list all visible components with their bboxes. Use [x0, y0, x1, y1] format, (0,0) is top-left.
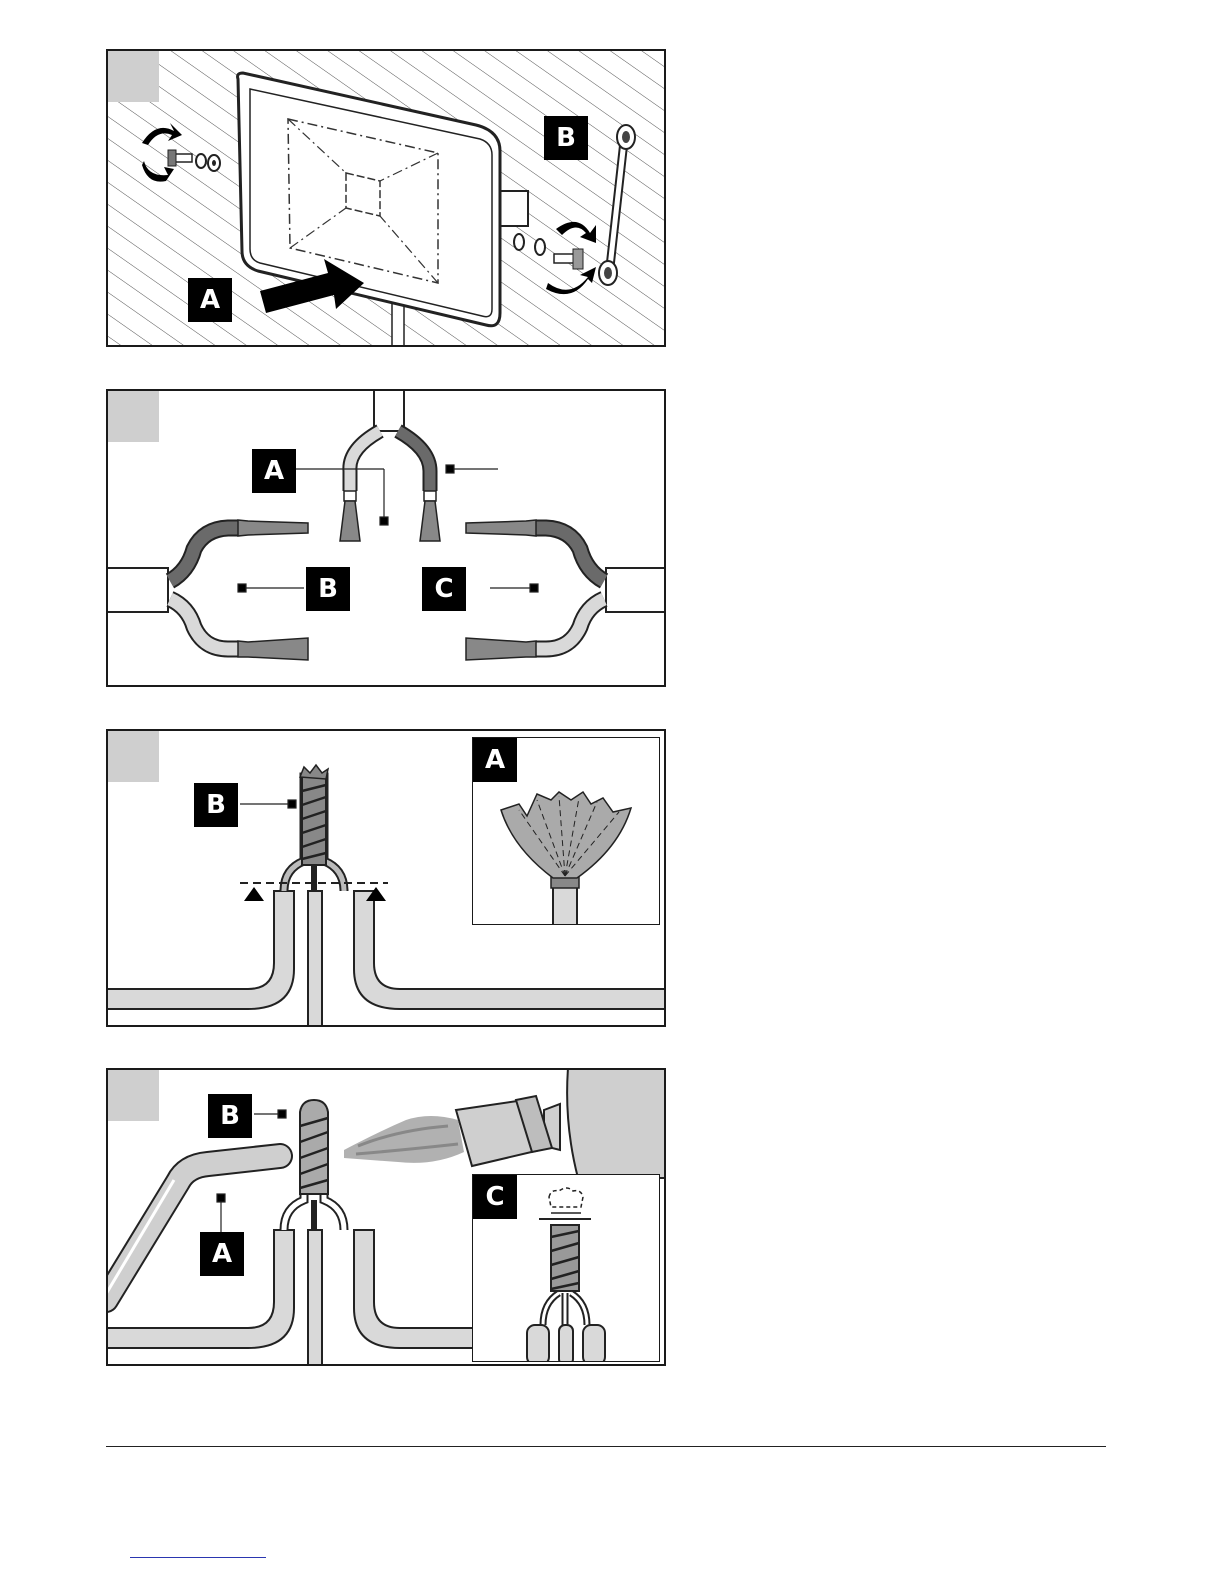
figure-number-box [108, 51, 159, 102]
figure-3-twist-wires: B A [106, 729, 666, 1027]
figure-number-box [108, 391, 159, 442]
twisted-wires-icon [284, 1100, 344, 1230]
label-b: B [544, 116, 588, 160]
label-a: A [188, 278, 232, 322]
label-a: A [473, 738, 517, 782]
twisted-wires-icon [284, 765, 344, 891]
cable-icon-b [108, 520, 308, 660]
inset-shrunk-tube: C [472, 1174, 660, 1362]
figure-2-drawing [108, 391, 666, 687]
figure-2-wire-pairs: A B C [106, 389, 666, 687]
footer-divider [106, 1446, 1106, 1447]
footer-link-underline[interactable] [130, 1557, 266, 1558]
label-c: C [473, 1175, 517, 1219]
inset-frayed-strands: A [472, 737, 660, 925]
label-b: B [306, 567, 350, 611]
label-b: B [208, 1094, 252, 1138]
figure-number-box [108, 731, 159, 782]
wire-end-icon [420, 501, 440, 541]
label-b: B [194, 783, 238, 827]
wire-bundle [108, 1230, 478, 1366]
label-a: A [252, 449, 296, 493]
cable-icon-a [340, 391, 440, 541]
heat-shrink-tube-icon [108, 1156, 280, 1300]
heat-gun-icon [456, 1070, 666, 1178]
cable-icon-c [466, 520, 666, 660]
wire-end-icon [340, 501, 360, 541]
label-c: C [422, 567, 466, 611]
figure-4-heat-shrink: B A C [106, 1068, 666, 1366]
figure-1-mounting: A B [106, 49, 666, 347]
hot-air-stream [344, 1116, 464, 1163]
label-a: A [200, 1232, 244, 1276]
figure-number-box [108, 1070, 159, 1121]
leader-lines [240, 800, 296, 808]
power-cable [392, 301, 404, 347]
